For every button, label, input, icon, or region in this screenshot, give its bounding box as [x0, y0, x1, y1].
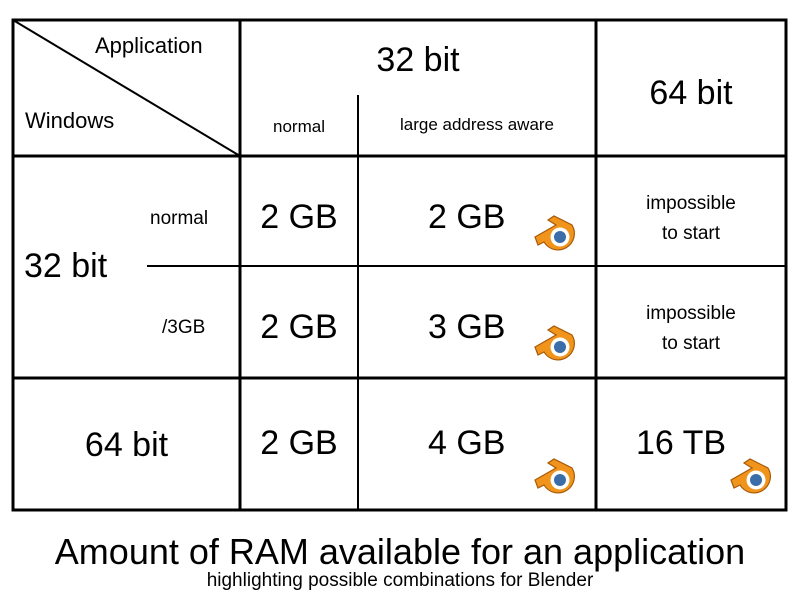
blender-logo-icon	[728, 450, 778, 500]
col-header-32bit-normal: normal	[273, 117, 325, 136]
cell-r1-64: impossible to start	[646, 193, 736, 244]
figure-subtitle: highlighting possible combinations for B…	[206, 570, 594, 591]
figure-title: Amount of RAM available for an applicati…	[54, 531, 746, 572]
row-subheader-3gb: /3GB	[162, 317, 206, 338]
cell-r3-64: 16 TB	[636, 424, 727, 462]
cell-r1-laa: 2 GB	[428, 198, 506, 236]
cell-r3-laa: 4 GB	[428, 424, 506, 462]
cell-r3-normal: 2 GB	[260, 424, 338, 462]
col-header-32bit: 32 bit	[376, 41, 460, 79]
cell-r2-laa: 3 GB	[428, 308, 506, 346]
col-header-64bit: 64 bit	[649, 74, 733, 112]
row-header-64bit: 64 bit	[84, 426, 169, 464]
row-header-32bit: 32 bit	[24, 247, 108, 285]
cell-r1-normal: 2 GB	[260, 198, 338, 236]
header-diagonal	[12, 19, 241, 157]
col-header-32bit-laa: large address aware	[399, 115, 555, 134]
application-axis-label: Application	[95, 33, 203, 58]
blender-logo-icon	[532, 317, 582, 367]
row-subheader-normal: normal	[150, 208, 209, 229]
cell-r2-normal: 2 GB	[260, 308, 338, 346]
blender-logo-icon	[532, 450, 582, 500]
cell-r2-64: impossible to start	[646, 303, 736, 354]
blender-logo-icon	[532, 207, 582, 257]
windows-axis-label: Windows	[25, 108, 115, 133]
